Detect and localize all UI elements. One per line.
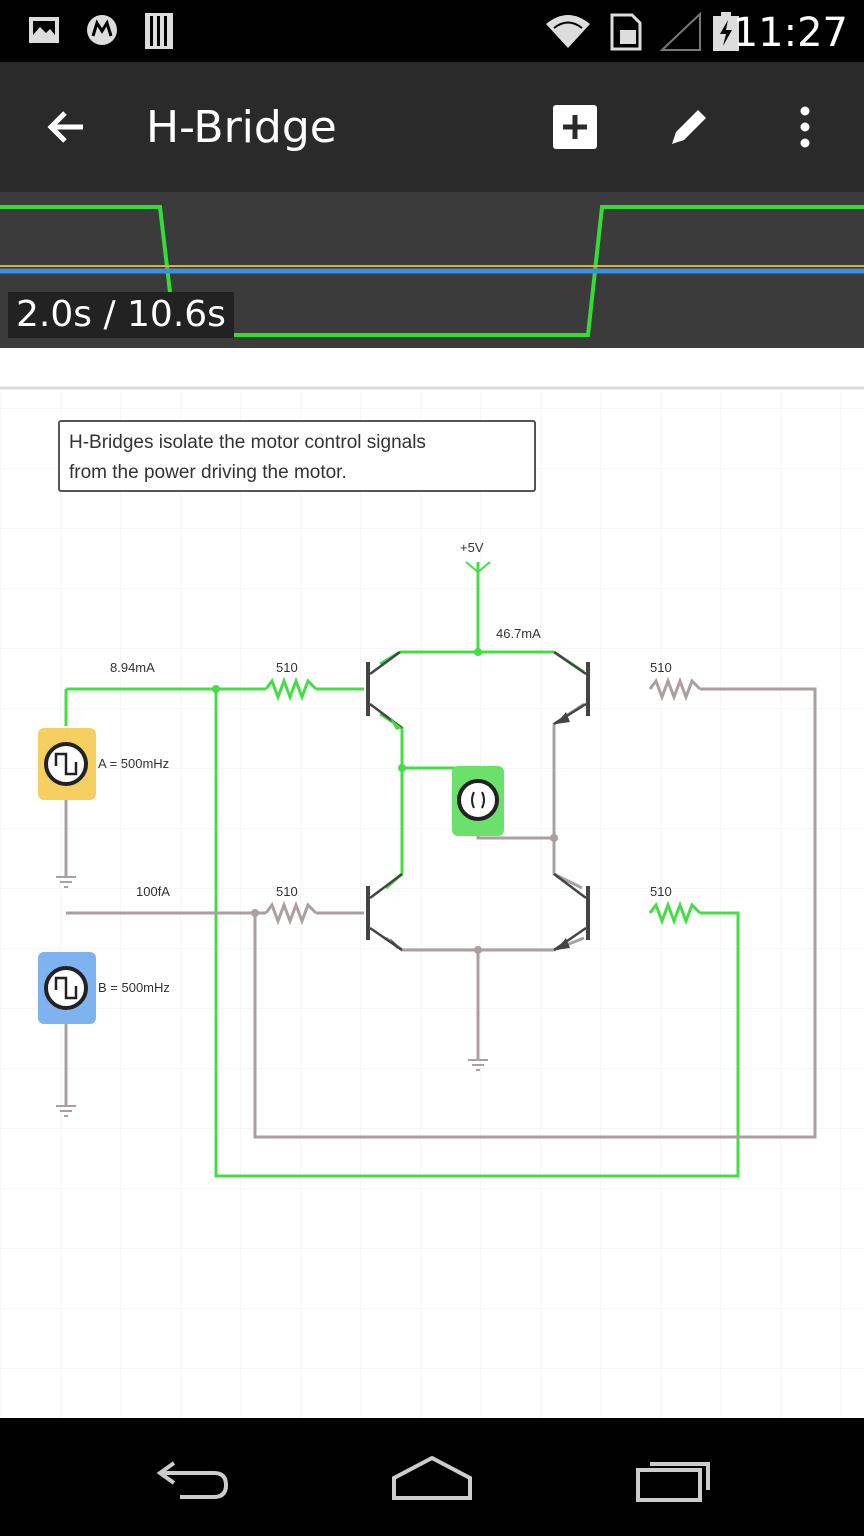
transistor-q3[interactable] bbox=[366, 873, 403, 952]
back-arrow-icon[interactable] bbox=[32, 92, 102, 162]
resistor-r1[interactable] bbox=[264, 676, 318, 702]
current-a-label: 8.94mA bbox=[110, 660, 155, 675]
note-line-2: from the power driving the motor. bbox=[69, 462, 347, 483]
storage-icon bbox=[142, 12, 176, 55]
status-bar: 11:27 bbox=[0, 0, 864, 62]
source-a[interactable] bbox=[38, 728, 96, 800]
circuit-canvas[interactable]: H-Bridges isolate the motor control sign… bbox=[0, 348, 864, 1418]
resistor-r2-label: 510 bbox=[650, 660, 672, 675]
ground-symbols bbox=[56, 876, 488, 1117]
transistor-q4[interactable] bbox=[553, 873, 590, 952]
source-b-label: B = 500mHz bbox=[98, 980, 170, 995]
resistor-r4-label: 510 bbox=[650, 884, 672, 899]
wifi-icon bbox=[544, 12, 592, 55]
navigation-bar bbox=[0, 1418, 864, 1536]
resistor-r3-label: 510 bbox=[276, 884, 298, 899]
scope-trace-a bbox=[0, 205, 864, 337]
resistor-r2[interactable] bbox=[648, 676, 702, 702]
back-icon[interactable] bbox=[142, 1446, 242, 1510]
home-icon[interactable] bbox=[382, 1446, 482, 1510]
supply-label: +5V bbox=[460, 540, 484, 555]
annotation-note[interactable]: H-Bridges isolate the motor control sign… bbox=[58, 420, 536, 492]
edit-pencil-icon[interactable] bbox=[654, 92, 724, 162]
image-icon bbox=[26, 12, 62, 53]
page-title: H-Bridge bbox=[146, 102, 337, 153]
note-line-1: H-Bridges isolate the motor control sign… bbox=[69, 432, 426, 453]
motorola-logo-icon bbox=[84, 12, 120, 53]
resistor-r1-label: 510 bbox=[276, 660, 298, 675]
scope-panel[interactable]: 2.0s / 10.6s bbox=[0, 192, 864, 348]
status-time: 11:27 bbox=[732, 10, 848, 56]
source-b[interactable] bbox=[38, 952, 96, 1024]
battery-charging-icon bbox=[712, 12, 740, 57]
transistor-q2[interactable] bbox=[553, 650, 590, 726]
resistor-r4[interactable] bbox=[648, 900, 702, 926]
sim-card-icon bbox=[608, 12, 644, 57]
app-bar: H-Bridge bbox=[0, 62, 864, 192]
overflow-menu-icon[interactable] bbox=[770, 92, 840, 162]
current-b-label: 100fA bbox=[136, 884, 170, 899]
source-a-label: A = 500mHz bbox=[98, 756, 170, 771]
motor[interactable] bbox=[452, 766, 504, 836]
transistor-q1[interactable] bbox=[366, 650, 403, 730]
time-readout: 2.0s / 10.6s bbox=[8, 292, 234, 338]
add-icon[interactable] bbox=[540, 92, 610, 162]
scope-traces bbox=[0, 205, 864, 337]
signal-icon bbox=[659, 11, 704, 57]
resistor-r3[interactable] bbox=[264, 900, 318, 926]
supply-5v[interactable] bbox=[465, 561, 491, 652]
current-top-label: 46.7mA bbox=[496, 626, 541, 641]
recent-apps-icon[interactable] bbox=[624, 1446, 724, 1510]
